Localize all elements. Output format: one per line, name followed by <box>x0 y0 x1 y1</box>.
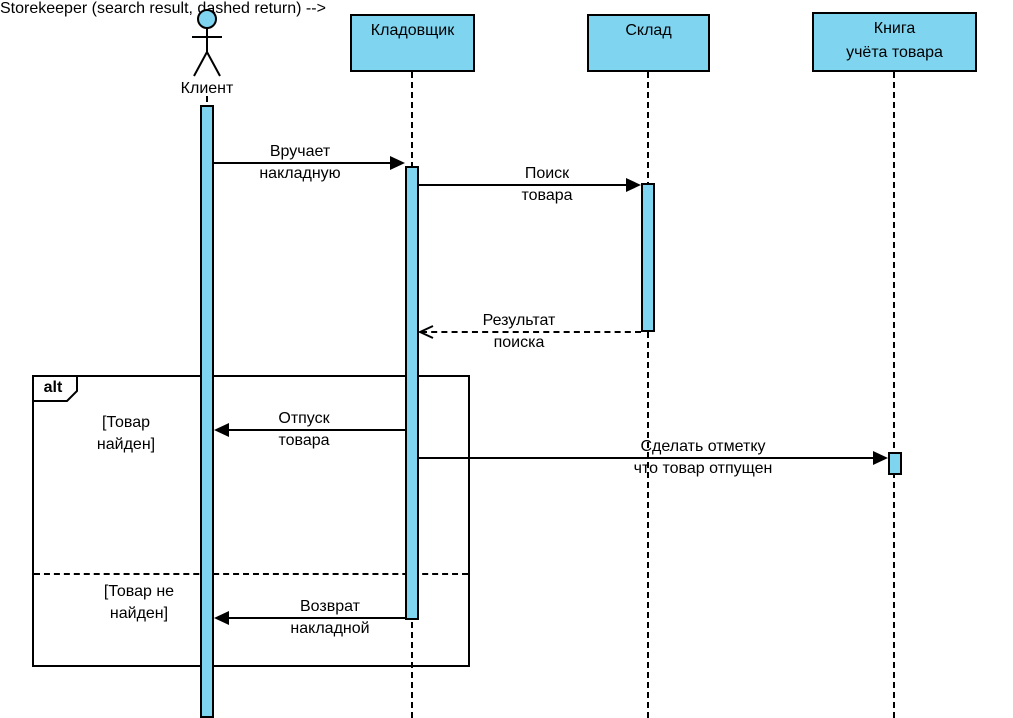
alt-operator-label: alt <box>43 379 63 396</box>
activation-client <box>200 105 214 718</box>
activation-warehouse <box>641 183 655 332</box>
message-mark-ledger-line <box>419 457 873 459</box>
message-release-item-label: Отпуск товара <box>278 410 330 449</box>
message-search-result-line <box>421 331 641 333</box>
message-release-item-line <box>229 429 405 431</box>
actor-client-label: Клиент <box>180 80 234 97</box>
message-return-invoice-label: Возврат накладной <box>290 598 370 637</box>
message-search-result-open-arrowhead <box>418 325 434 339</box>
message-search-item-arrowhead <box>626 178 641 192</box>
actor-client-icon <box>192 9 222 77</box>
lifeline-warehouse <box>647 72 649 718</box>
message-search-result-label: Результат поиска <box>482 312 556 351</box>
lifeline-head-storekeeper: Кладовщик <box>350 14 475 72</box>
lifeline-head-storekeeper-label: Кладовщик <box>370 22 455 39</box>
message-hand-invoice-arrowhead <box>390 156 405 170</box>
guard-found-label: [Товар найден] <box>96 414 156 453</box>
message-release-item-arrowhead <box>214 423 229 437</box>
message-hand-invoice-label: Вручает накладную <box>259 143 341 182</box>
alt-fragment-frame <box>32 375 470 667</box>
message-return-invoice-line <box>229 617 405 619</box>
message-search-item-label: Поиск товара <box>521 165 573 204</box>
message-hand-invoice-line <box>214 162 391 164</box>
lifeline-head-warehouse: Склад <box>587 14 710 72</box>
activation-ledger <box>888 452 902 475</box>
alt-operator-tab <box>32 375 78 402</box>
activation-storekeeper <box>405 166 419 620</box>
lifeline-head-ledger-label: Книга учёта товара <box>846 20 943 61</box>
message-mark-ledger-arrowhead <box>873 451 888 465</box>
message-search-item-line <box>419 184 627 186</box>
guard-not-found-label: [Товар не найден] <box>103 583 175 622</box>
lifeline-head-warehouse-label: Склад <box>625 22 672 39</box>
alt-divider <box>34 573 468 575</box>
message-mark-ledger-label: Сделать отметку что товар отпущен <box>633 438 773 477</box>
message-return-invoice-arrowhead <box>214 611 229 625</box>
lifeline-ledger <box>893 72 895 718</box>
lifeline-head-ledger: Книга учёта товара <box>812 12 977 72</box>
